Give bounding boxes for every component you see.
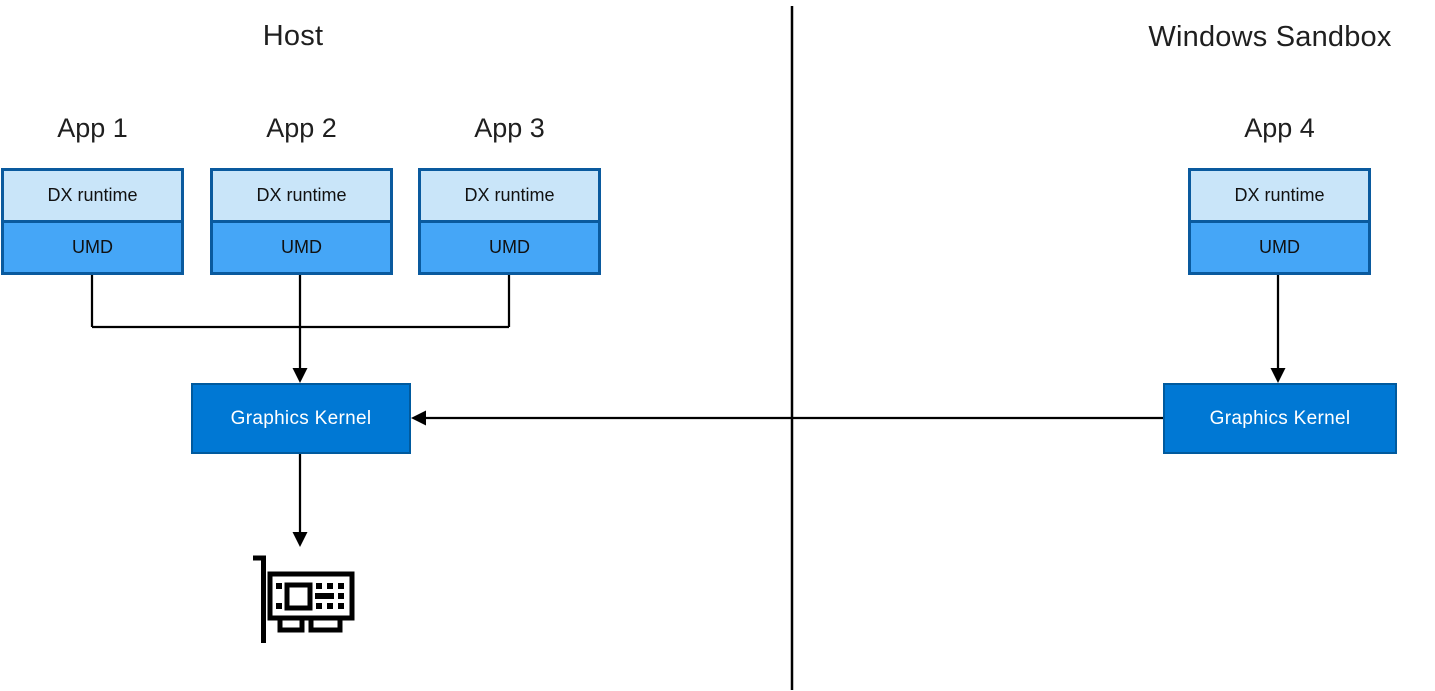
host-kernel-to-gpu-arrowhead xyxy=(292,532,308,547)
app-4-box: DX runtime UMD xyxy=(1188,168,1371,275)
app-4-label: App 4 xyxy=(1244,113,1315,143)
app-3-label: App 3 xyxy=(474,113,545,143)
sandbox-graphics-kernel-box: Graphics Kernel xyxy=(1163,383,1397,454)
app-4-to-sandbox-kernel-arrowhead xyxy=(1270,368,1286,383)
app-3-umd-layer: UMD xyxy=(421,223,598,272)
app-2-dx-runtime-layer: DX runtime xyxy=(213,171,390,223)
sandbox-to-host-kernel-arrowhead xyxy=(411,410,426,426)
gpu-card-icon xyxy=(253,555,355,643)
app-4-umd-layer: UMD xyxy=(1191,223,1368,272)
host-section-title: Host xyxy=(262,20,324,52)
app-4-dx-runtime-layer: DX runtime xyxy=(1191,171,1368,223)
app-1-box: DX runtime UMD xyxy=(1,168,184,275)
app-1-umd-layer: UMD xyxy=(4,223,181,272)
host-graphics-kernel-box: Graphics Kernel xyxy=(191,383,411,454)
apps-to-host-kernel-arrowhead xyxy=(292,368,308,383)
app-2-label: App 2 xyxy=(266,113,337,143)
sandbox-section-title: Windows Sandbox xyxy=(1148,21,1392,53)
app-3-box: DX runtime UMD xyxy=(418,168,601,275)
app-2-umd-layer: UMD xyxy=(213,223,390,272)
app-2-box: DX runtime UMD xyxy=(210,168,393,275)
app-1-dx-runtime-layer: DX runtime xyxy=(4,171,181,223)
app-3-dx-runtime-layer: DX runtime xyxy=(421,171,598,223)
app-1-label: App 1 xyxy=(57,113,128,143)
